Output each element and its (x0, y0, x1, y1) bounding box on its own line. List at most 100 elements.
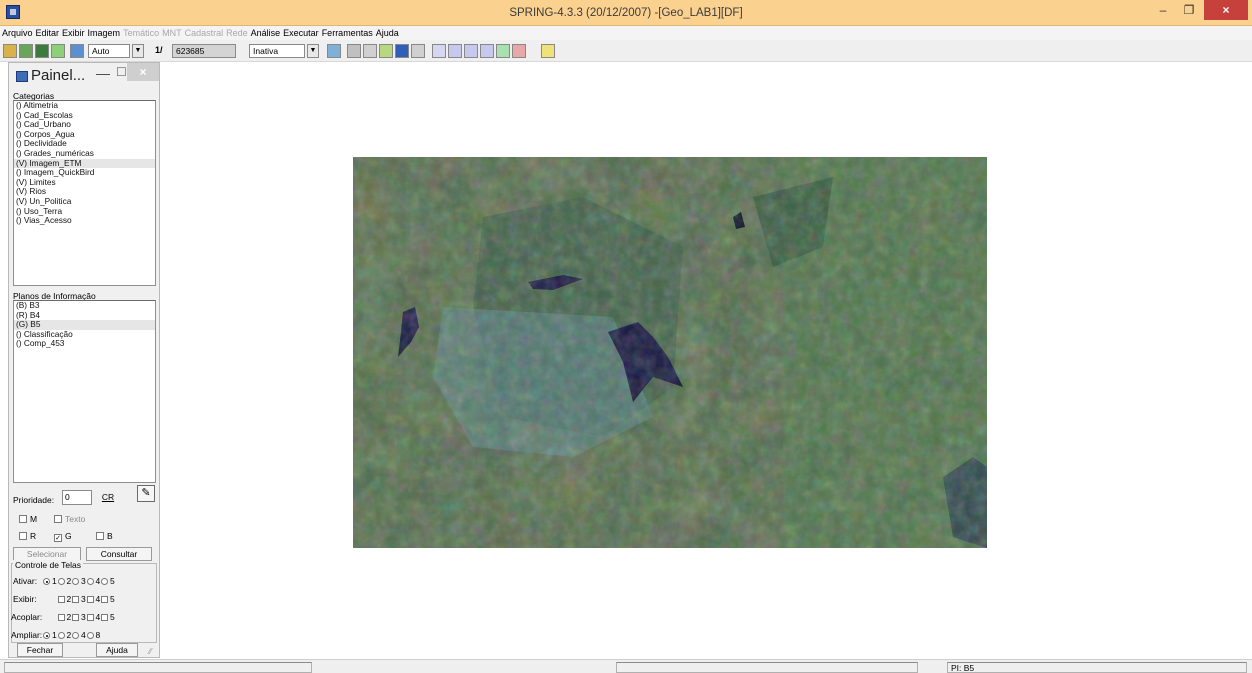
pen-icon[interactable]: ✎ (137, 485, 155, 502)
maximize-button[interactable]: ❐ (1183, 3, 1195, 17)
exibir-option[interactable]: 2 (57, 594, 72, 604)
select-button[interactable]: Selecionar (13, 547, 81, 561)
category-item[interactable]: () Declividade (16, 138, 67, 149)
display-icon[interactable] (70, 44, 84, 58)
cr-button[interactable]: CR (101, 492, 115, 502)
category-item[interactable]: () Cad_Escolas (16, 109, 73, 120)
zoom-mode-dropdown-icon[interactable]: ▼ (132, 44, 144, 58)
help-icon[interactable] (541, 44, 555, 58)
acoplar-option[interactable]: 2 (57, 612, 71, 622)
menu-ferramentas[interactable]: Ferramentas (321, 28, 373, 38)
app-icon[interactable] (6, 5, 20, 19)
ativar-option[interactable]: 5 (101, 576, 115, 586)
priority-input[interactable]: 0 (62, 490, 92, 505)
ativar-option[interactable]: 2 (57, 576, 71, 586)
info-plane-item[interactable]: () Classificação (16, 328, 73, 339)
category-item[interactable]: () Altimetria (16, 100, 58, 110)
zoom-in-icon[interactable] (327, 44, 341, 58)
panel-maximize-button[interactable]: ☐ (116, 65, 127, 79)
ativar-option[interactable]: 4 (86, 576, 100, 586)
panel-minimize-button[interactable]: — (96, 65, 110, 81)
ampliar-option[interactable]: 8 (86, 630, 100, 640)
category-item[interactable]: () Uso_Terra (16, 205, 63, 216)
checkbox-icon (72, 614, 79, 621)
acoplar-option[interactable]: 3 (72, 612, 86, 622)
cursor-icon[interactable] (347, 44, 361, 58)
status-cell-1 (4, 662, 312, 673)
refresh-icon[interactable] (512, 44, 526, 58)
category-item[interactable]: () Vias_Acesso (16, 215, 72, 226)
option-label: 4 (81, 630, 86, 640)
info-planes-list[interactable]: (B) B3(R) B4(G) B5() Classificação() Com… (13, 300, 156, 483)
check-b[interactable]: B (96, 531, 113, 541)
menu-editar[interactable]: Editar (35, 28, 60, 38)
check-g[interactable]: ✓G (54, 531, 72, 542)
check-m[interactable]: M (19, 514, 37, 524)
category-item[interactable]: (V) Un_Politica (16, 195, 72, 206)
exibir-option[interactable]: 5 (101, 594, 115, 604)
help-button[interactable]: Ajuda (96, 643, 138, 657)
zoom-previous-icon[interactable] (464, 44, 478, 58)
category-item[interactable]: (V) Imagem_ETM (14, 158, 155, 169)
acoplar-option[interactable]: 4 (86, 612, 100, 622)
option-label: 2 (66, 594, 72, 604)
menu-tematico[interactable]: Temático (123, 28, 160, 38)
ampliar-option[interactable]: 4 (72, 630, 86, 640)
menu-arquivo[interactable]: Arquivo (2, 28, 33, 38)
categories-list[interactable]: () Altimetria() Cad_Escolas() Cad_Urbano… (13, 100, 156, 286)
save-icon[interactable] (35, 44, 49, 58)
zoom-mode-select[interactable]: Auto (88, 44, 130, 58)
menu-exibir[interactable]: Exibir (62, 28, 85, 38)
info-plane-item[interactable]: (R) B4 (16, 309, 40, 320)
zoom-out-icon[interactable] (448, 44, 462, 58)
category-item[interactable]: (V) Rios (16, 186, 46, 197)
radio-icon (72, 578, 79, 585)
query-button[interactable]: Consultar (86, 547, 152, 561)
mode-select[interactable]: Inativa (249, 44, 305, 58)
open-project-icon[interactable] (19, 44, 33, 58)
menu-executar[interactable]: Executar (283, 28, 319, 38)
check-g-mark: ✓ (54, 534, 62, 542)
exibir-option[interactable]: 3 (72, 594, 86, 604)
ampliar-option[interactable]: 1 (43, 630, 57, 640)
category-item[interactable]: () Grades_numéricas (16, 147, 94, 158)
menu-analise[interactable]: Análise (250, 28, 281, 38)
resize-grip-icon[interactable]: ⁄⁄ (149, 647, 152, 656)
draw-icon[interactable] (51, 44, 65, 58)
query-icon[interactable] (395, 44, 409, 58)
exibir-option[interactable]: 4 (86, 594, 100, 604)
edit-icon[interactable] (411, 44, 425, 58)
minimize-button[interactable]: – (1159, 3, 1167, 17)
category-item[interactable]: () Imagem_QuickBird (16, 167, 95, 178)
info-icon[interactable] (379, 44, 393, 58)
category-item[interactable]: () Cad_Urbano (16, 119, 71, 130)
menu-rede[interactable]: Rede (226, 28, 248, 38)
check-texto[interactable]: Texto (54, 514, 85, 524)
acoplar-option[interactable]: 5 (101, 612, 115, 622)
category-item[interactable]: () Corpos_Agua (16, 128, 75, 139)
info-plane-item[interactable]: (G) B5 (14, 320, 155, 330)
check-r[interactable]: R (19, 531, 36, 541)
category-item[interactable]: (V) Limites (16, 176, 56, 187)
info-plane-item[interactable]: (B) B3 (16, 300, 40, 310)
control-panel: Painel... — ☐ × Categorias () Altimetria… (8, 62, 160, 658)
scale-input[interactable]: 623685 (172, 44, 236, 58)
crosshair-icon[interactable] (363, 44, 377, 58)
ampliar-option[interactable]: 2 (57, 630, 71, 640)
pan-icon[interactable] (496, 44, 510, 58)
ativar-option[interactable]: 3 (72, 576, 86, 586)
zoom-window-icon[interactable] (432, 44, 446, 58)
menu-ajuda[interactable]: Ajuda (375, 28, 399, 38)
close-button[interactable]: × (1204, 0, 1248, 20)
close-panel-button[interactable]: Fechar (17, 643, 63, 657)
zoom-next-icon[interactable] (480, 44, 494, 58)
menu-mnt[interactable]: MNT (162, 28, 182, 38)
panel-close-button[interactable]: × (127, 63, 159, 81)
menu-imagem[interactable]: Imagem (87, 28, 121, 38)
mode-dropdown-icon[interactable]: ▼ (307, 44, 319, 58)
menu-cadastral[interactable]: Cadastral (184, 28, 224, 38)
satellite-image[interactable] (353, 157, 987, 548)
ativar-option[interactable]: 1 (43, 576, 57, 586)
info-plane-item[interactable]: () Comp_453 (16, 338, 65, 349)
open-database-icon[interactable] (3, 44, 17, 58)
